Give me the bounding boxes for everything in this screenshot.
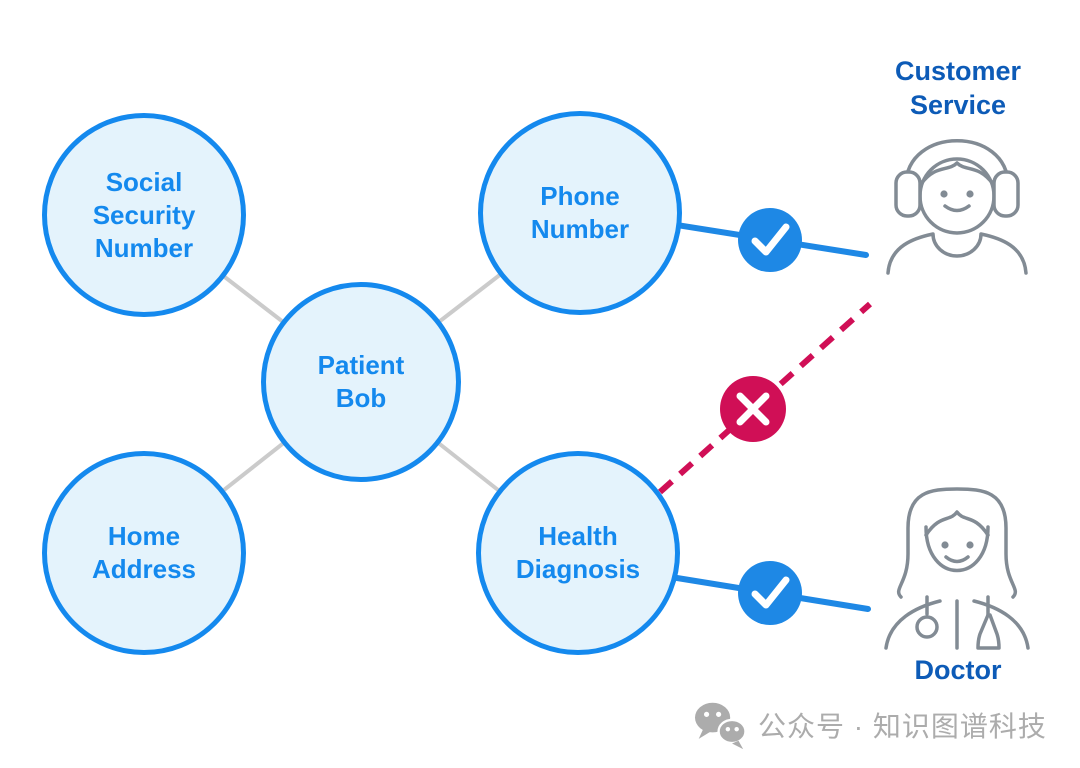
- node-label-line: Patient: [317, 350, 405, 380]
- doctor-label: Doctor: [914, 655, 1002, 685]
- node-health-diagnosis: Health Diagnosis: [476, 451, 680, 655]
- node-home-address: Home Address: [42, 451, 246, 655]
- node-patient-bob: Patient Bob: [261, 282, 461, 482]
- node-label-line: Address: [91, 554, 197, 584]
- node-social-security-number: Social Security Number: [42, 113, 246, 317]
- check-icon: [738, 561, 802, 625]
- node-label-line: Phone: [540, 181, 620, 211]
- wechat-icon: [695, 702, 747, 750]
- node-label-line: Bob: [335, 383, 387, 413]
- node-label-line: Number: [530, 214, 630, 244]
- headset-agent-icon: [886, 139, 1028, 275]
- node-label-line: Home: [107, 521, 181, 551]
- node-phone-number: Phone Number: [478, 111, 682, 315]
- node-label-line: Security: [92, 199, 196, 230]
- node-label-line: Number: [94, 232, 194, 263]
- check-icon: [738, 208, 802, 272]
- doctor-icon: [884, 487, 1030, 650]
- node-label-line: Health: [538, 521, 618, 551]
- watermark-text: 公众号 · 知识图谱科技: [758, 711, 1047, 742]
- node-label-line: Diagnosis: [515, 554, 641, 584]
- watermark: 公众号 · 知识图谱科技: [692, 700, 1047, 750]
- x-icon: [720, 376, 786, 442]
- node-label-line: Social: [105, 166, 183, 197]
- customer-service-label: Customer Service: [894, 56, 1022, 120]
